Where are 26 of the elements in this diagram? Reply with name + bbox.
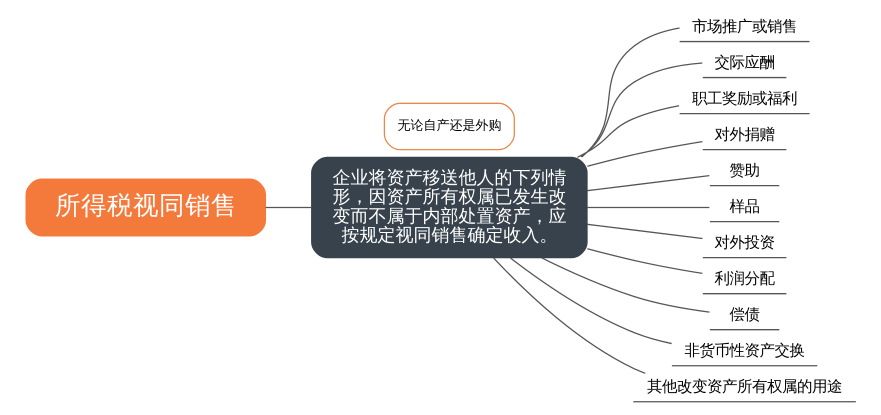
node-text: 样品: [729, 197, 760, 216]
node-text: 利润分配: [714, 270, 774, 288]
connector: [586, 140, 702, 167]
connector: [580, 62, 702, 158]
node-text: 其他改变资产所有权属的用途: [646, 378, 842, 396]
node-box: 企业将资产移送他人的下列情形，因资产所有权属已发生改变而不属于内部处置资产，应按规定视同销售确定收入。: [310, 156, 588, 258]
node-text: 市场推广或销售: [692, 17, 797, 36]
connector: [509, 257, 672, 344]
node-text: 非货币性资产交换: [684, 342, 804, 360]
connector: [540, 257, 710, 313]
connector: [586, 224, 702, 240]
connector: [586, 175, 709, 192]
connector: [492, 257, 645, 374]
connector: [586, 206, 709, 208]
node-text: 交际应酬: [714, 53, 774, 72]
node-text: 对外投资: [714, 234, 774, 252]
connector: [586, 248, 702, 274]
connector: [576, 105, 679, 158]
connector: [265, 206, 312, 208]
node-text: 职工奖励或福利: [692, 89, 797, 108]
node-text: 赞助: [729, 161, 760, 180]
node-text: 对外捐赠: [714, 125, 774, 144]
connector: [580, 27, 680, 158]
node-text: 偿债: [729, 306, 760, 324]
node-box: 所得税视同销售: [25, 178, 266, 236]
node-box: 无论自产还是外购: [383, 102, 514, 150]
